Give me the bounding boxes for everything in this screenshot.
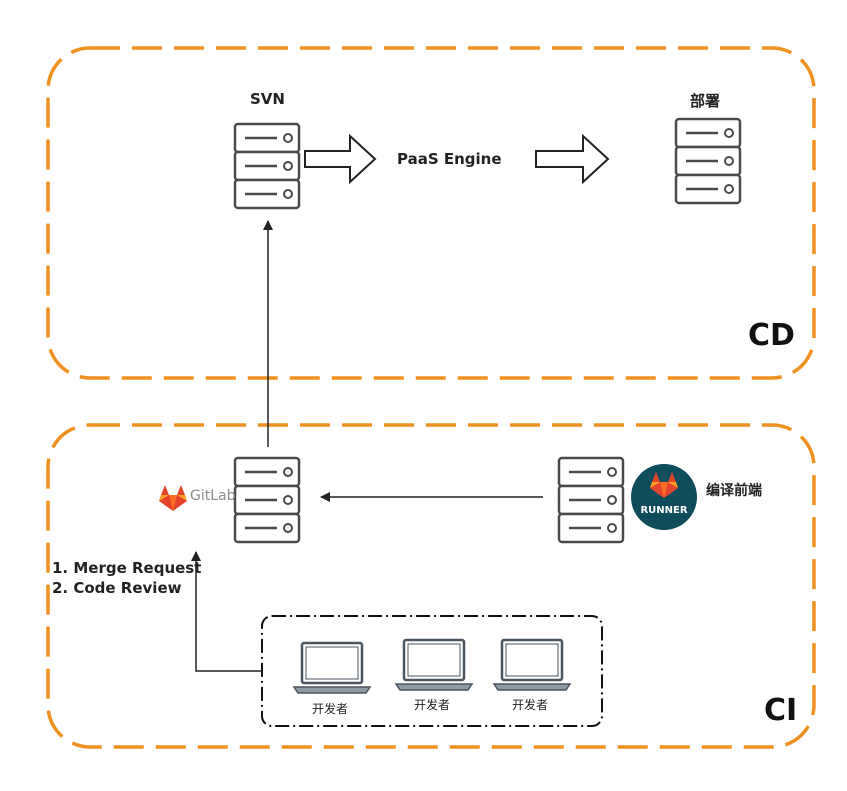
laptop-icon <box>394 638 474 692</box>
compile-frontend-label: 编译前端 <box>706 483 762 499</box>
ci-region-label: CI <box>764 693 798 728</box>
cd-region-label: CD <box>748 318 795 353</box>
runner-server-icon <box>557 456 625 544</box>
block-arrow-icon <box>304 133 377 185</box>
block-arrow-icon <box>535 133 610 185</box>
paas-engine-label: PaaS Engine <box>397 150 502 168</box>
runner-badge-text: RUNNER <box>640 505 688 516</box>
step-merge-request: 1. Merge Request <box>52 559 202 577</box>
gitlab-server-icon <box>233 456 301 544</box>
deploy-label: 部署 <box>690 92 721 110</box>
gitlab-logo <box>159 485 187 511</box>
cd-region <box>46 46 816 380</box>
developer-label: 开发者 <box>512 698 549 712</box>
arrow-developers-to-gitlab <box>191 551 262 672</box>
svn-server-icon <box>233 122 301 210</box>
gitlab-label: GitLab <box>190 488 236 504</box>
review-steps: 1. Merge Request 2. Code Review <box>52 558 201 598</box>
ci-region <box>46 423 816 749</box>
deploy-server-icon <box>674 117 742 205</box>
developer-label: 开发者 <box>312 702 349 716</box>
laptop-icon <box>292 641 372 695</box>
laptop-icon <box>492 638 572 692</box>
svn-label: SVN <box>250 90 285 108</box>
developer-label: 开发者 <box>414 698 451 712</box>
step-code-review: 2. Code Review <box>52 579 182 597</box>
